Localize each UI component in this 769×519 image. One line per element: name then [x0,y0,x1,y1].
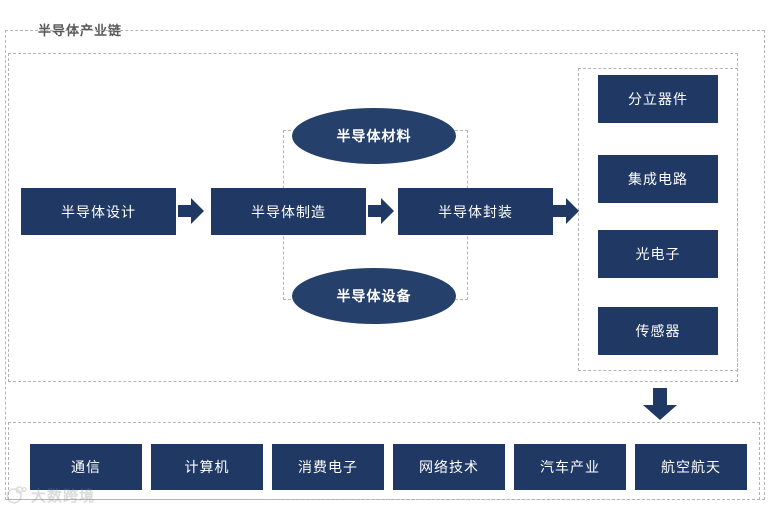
flow-step-packaging[interactable]: 半导体封装 [398,188,553,235]
application-consumer-electronics[interactable]: 消费电子 [272,444,384,490]
product-discrete-devices[interactable]: 分立器件 [598,75,718,123]
applications-section-frame [8,422,760,500]
arrow-right-icon [368,198,394,224]
flow-step-manufacturing[interactable]: 半导体制造 [211,188,366,235]
arrow-right-icon [553,198,579,224]
product-sensors[interactable]: 传感器 [598,307,718,355]
support-semiconductor-materials[interactable]: 半导体材料 [292,108,456,164]
products-column-frame [578,68,738,371]
application-network-technology[interactable]: 网络技术 [393,444,505,490]
arrow-right-icon [178,198,204,224]
application-aerospace[interactable]: 航空航天 [635,444,747,490]
application-computer[interactable]: 计算机 [151,444,263,490]
product-optoelectronics[interactable]: 光电子 [598,230,718,278]
flow-step-design[interactable]: 半导体设计 [21,188,176,235]
arrow-down-icon [643,388,677,420]
application-communication[interactable]: 通信 [30,444,142,490]
support-semiconductor-equipment[interactable]: 半导体设备 [292,268,456,324]
application-automotive-industry[interactable]: 汽车产业 [514,444,626,490]
product-integrated-circuits[interactable]: 集成电路 [598,155,718,203]
